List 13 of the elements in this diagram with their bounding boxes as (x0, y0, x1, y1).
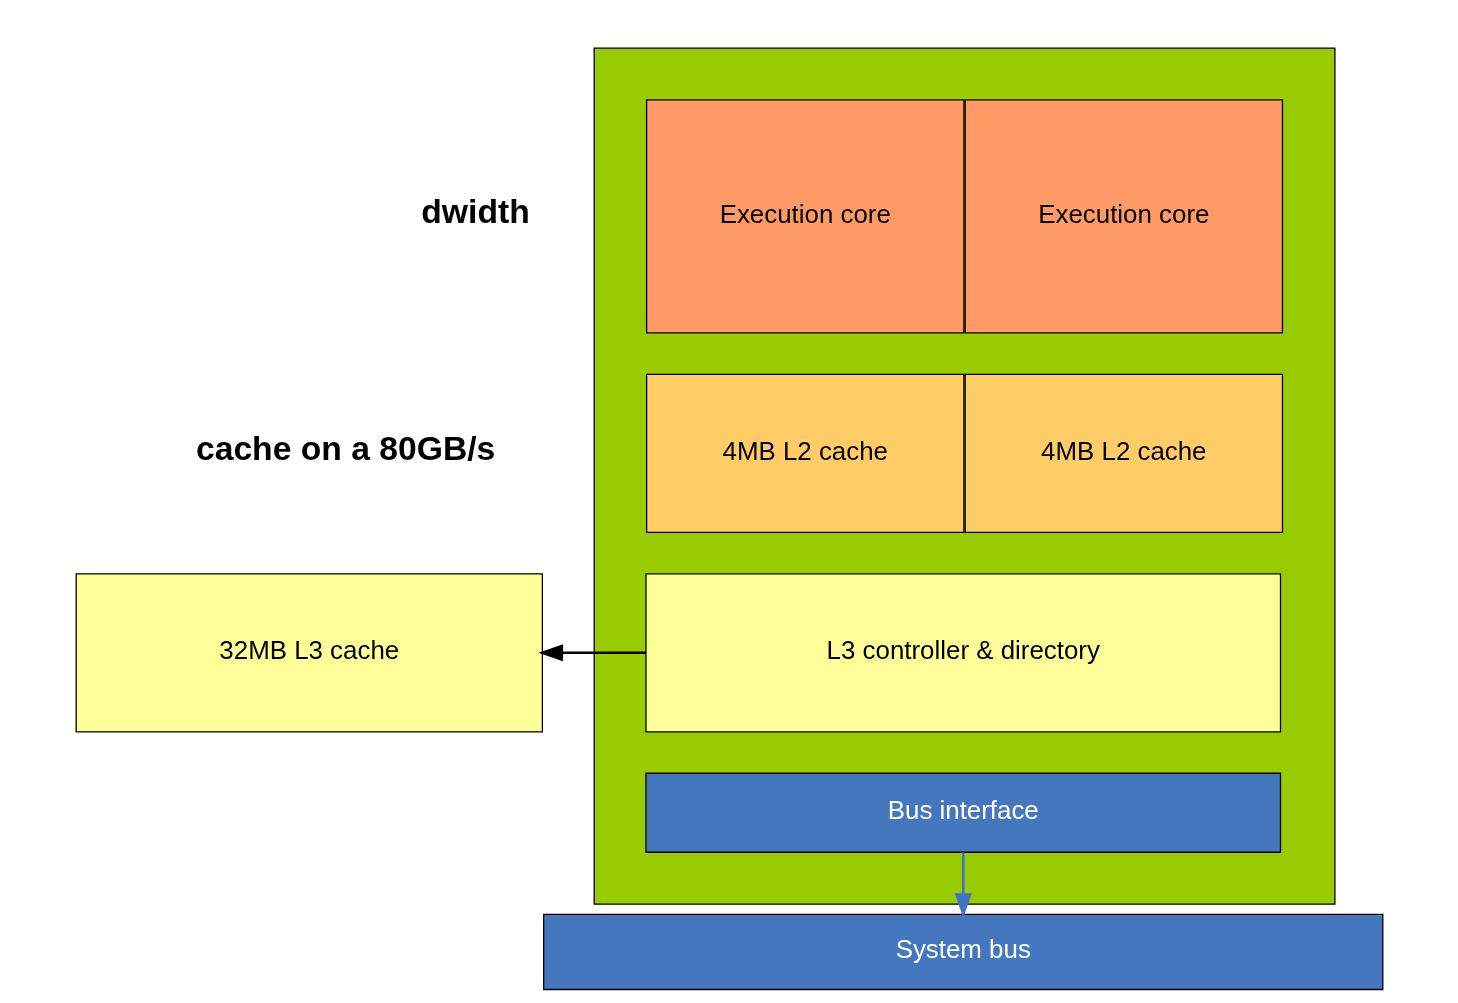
arrow (954, 852, 972, 918)
node-box: Execution core (645, 99, 965, 334)
node-box: 4MB L2 cache (964, 373, 1283, 534)
node-box: Execution core (964, 99, 1283, 334)
label: dwidth (420, 193, 530, 231)
node-box: System bus (542, 913, 1383, 991)
cluster (593, 47, 1336, 905)
node-box: L3 controller & directory (644, 573, 1281, 733)
node-box: 4MB L2 cache (645, 373, 965, 534)
label: cache on a 80GB/s (195, 430, 495, 468)
node-box: 32MB L3 cache (75, 573, 543, 733)
node-box: Bus interface (644, 772, 1281, 853)
arrow (537, 644, 646, 662)
